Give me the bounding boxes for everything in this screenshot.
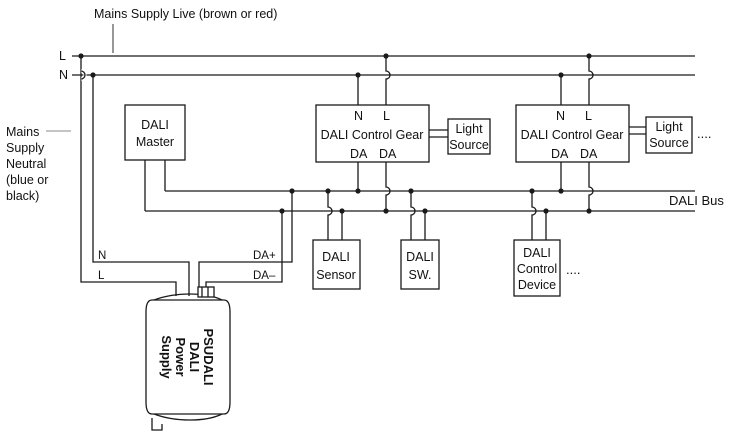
dali-sensor-line-1: DALI: [322, 250, 350, 264]
neutral-annotation-line-1: Mains: [6, 125, 39, 139]
dali-switch-line-1: DALI: [406, 250, 434, 264]
light-source-2-line-2: Source: [649, 136, 689, 150]
dali-control-device: DALI Control Device ....: [513, 188, 580, 297]
control-gear-1-label: DALI Control Gear: [321, 128, 424, 142]
psu-terminal-da-plus: DA+: [253, 250, 276, 262]
live-rail: L: [59, 49, 695, 63]
live-annotation: Mains Supply Live (brown or red): [94, 7, 277, 53]
control-gear-1-n: N: [354, 109, 363, 123]
neutral-annotation-line-4: (blue or: [6, 173, 48, 187]
control-gear-2-n: N: [556, 109, 565, 123]
control-gear-1-da2: DA: [379, 147, 397, 161]
neutral-annotation-line-5: black): [6, 189, 39, 203]
control-gear-2: N L DALI Control Gear DA DA Light Source…: [515, 53, 711, 214]
control-gear-ellipsis: ....: [697, 126, 711, 141]
dali-master-line-2: Master: [136, 135, 174, 149]
dali-bus-label: DALI Bus: [669, 193, 724, 208]
psu-label-line-3: Power: [173, 337, 188, 376]
light-source-2-line-1: Light: [655, 120, 683, 134]
control-gear-2-label: DALI Control Gear: [521, 128, 624, 142]
live-rail-label: L: [59, 49, 66, 63]
dali-master-line-1: DALI: [141, 118, 169, 132]
control-gear-2-l: L: [585, 109, 592, 123]
control-device-ellipsis: ....: [566, 262, 580, 277]
neutral-rail: N: [59, 68, 695, 82]
live-annotation-text: Mains Supply Live (brown or red): [94, 7, 277, 21]
psu-bus-wiring: DA+ DA–: [198, 188, 295, 287]
neutral-rail-label: N: [59, 68, 68, 82]
psu-label-line-2: DALI: [187, 342, 202, 372]
control-gear-1-da1: DA: [350, 147, 368, 161]
power-supply-unit: PSUDALI DALI Power Supply: [145, 286, 231, 431]
psu-terminal-n: N: [98, 250, 106, 262]
psu-terminal-da-minus: DA–: [253, 270, 276, 282]
dali-sensor: DALI Sensor: [312, 188, 361, 290]
psu-mains-wiring: N L: [78, 53, 190, 296]
dali-switch-line-2: SW.: [409, 268, 432, 282]
light-source-1-line-2: Source: [449, 138, 489, 152]
psu-label-line-1: PSUDALI: [201, 328, 216, 385]
light-source-1-line-1: Light: [455, 122, 483, 136]
dali-control-device-line-1: DALI: [523, 246, 551, 260]
neutral-annotation-line-2: Supply: [6, 141, 45, 155]
dali-switch: DALI SW.: [400, 188, 440, 290]
dali-control-device-line-3: Device: [518, 278, 556, 292]
dali-master: DALI Master: [124, 104, 186, 211]
neutral-annotation-line-3: Neutral: [6, 157, 46, 171]
control-gear-1: N L DALI Control Gear DA DA Light Source: [315, 53, 491, 214]
control-gear-2-da1: DA: [551, 147, 569, 161]
dali-control-device-line-2: Control: [517, 262, 557, 276]
psu-label-line-4: Supply: [159, 335, 174, 379]
dali-sensor-line-2: Sensor: [316, 268, 356, 282]
control-gear-1-l: L: [383, 109, 390, 123]
dali-bus: DALI Bus: [145, 190, 724, 212]
psu-terminal-l: L: [98, 270, 105, 282]
control-gear-2-da2: DA: [580, 147, 598, 161]
neutral-annotation: Mains Supply Neutral (blue or black): [6, 125, 71, 203]
